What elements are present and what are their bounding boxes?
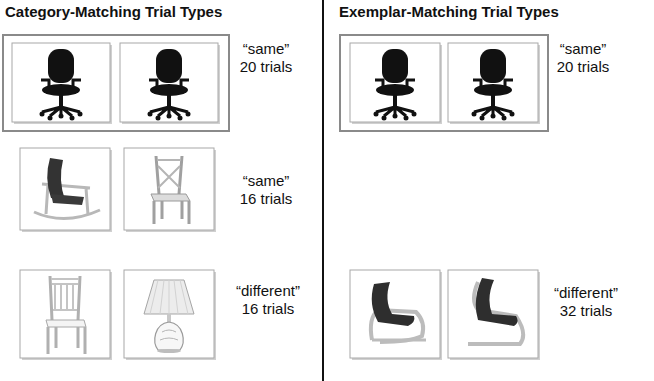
image-tile <box>124 148 216 232</box>
column-heading: Category-Matching Trial Types <box>5 3 222 21</box>
trial-count-label: “same” 20 trials <box>553 40 613 76</box>
image-tile <box>350 270 442 360</box>
image-tile <box>448 43 540 124</box>
trial-count-label: “different” 32 trials <box>550 284 622 320</box>
trial-count-label: “same” 20 trials <box>236 40 296 76</box>
image-tile <box>12 43 112 124</box>
image-tile <box>120 43 220 124</box>
trial-count-label: “different” 16 trials <box>232 282 304 318</box>
column-divider <box>322 0 324 381</box>
column-heading: Exemplar-Matching Trial Types <box>339 3 559 21</box>
image-tile <box>350 43 442 124</box>
trial-count-label: “same” 16 trials <box>236 172 296 208</box>
image-tile <box>448 270 540 360</box>
image-tile <box>20 270 112 360</box>
image-tile <box>124 270 216 360</box>
group-frame <box>3 35 229 131</box>
image-tile <box>20 148 112 232</box>
group-frame <box>340 35 548 131</box>
